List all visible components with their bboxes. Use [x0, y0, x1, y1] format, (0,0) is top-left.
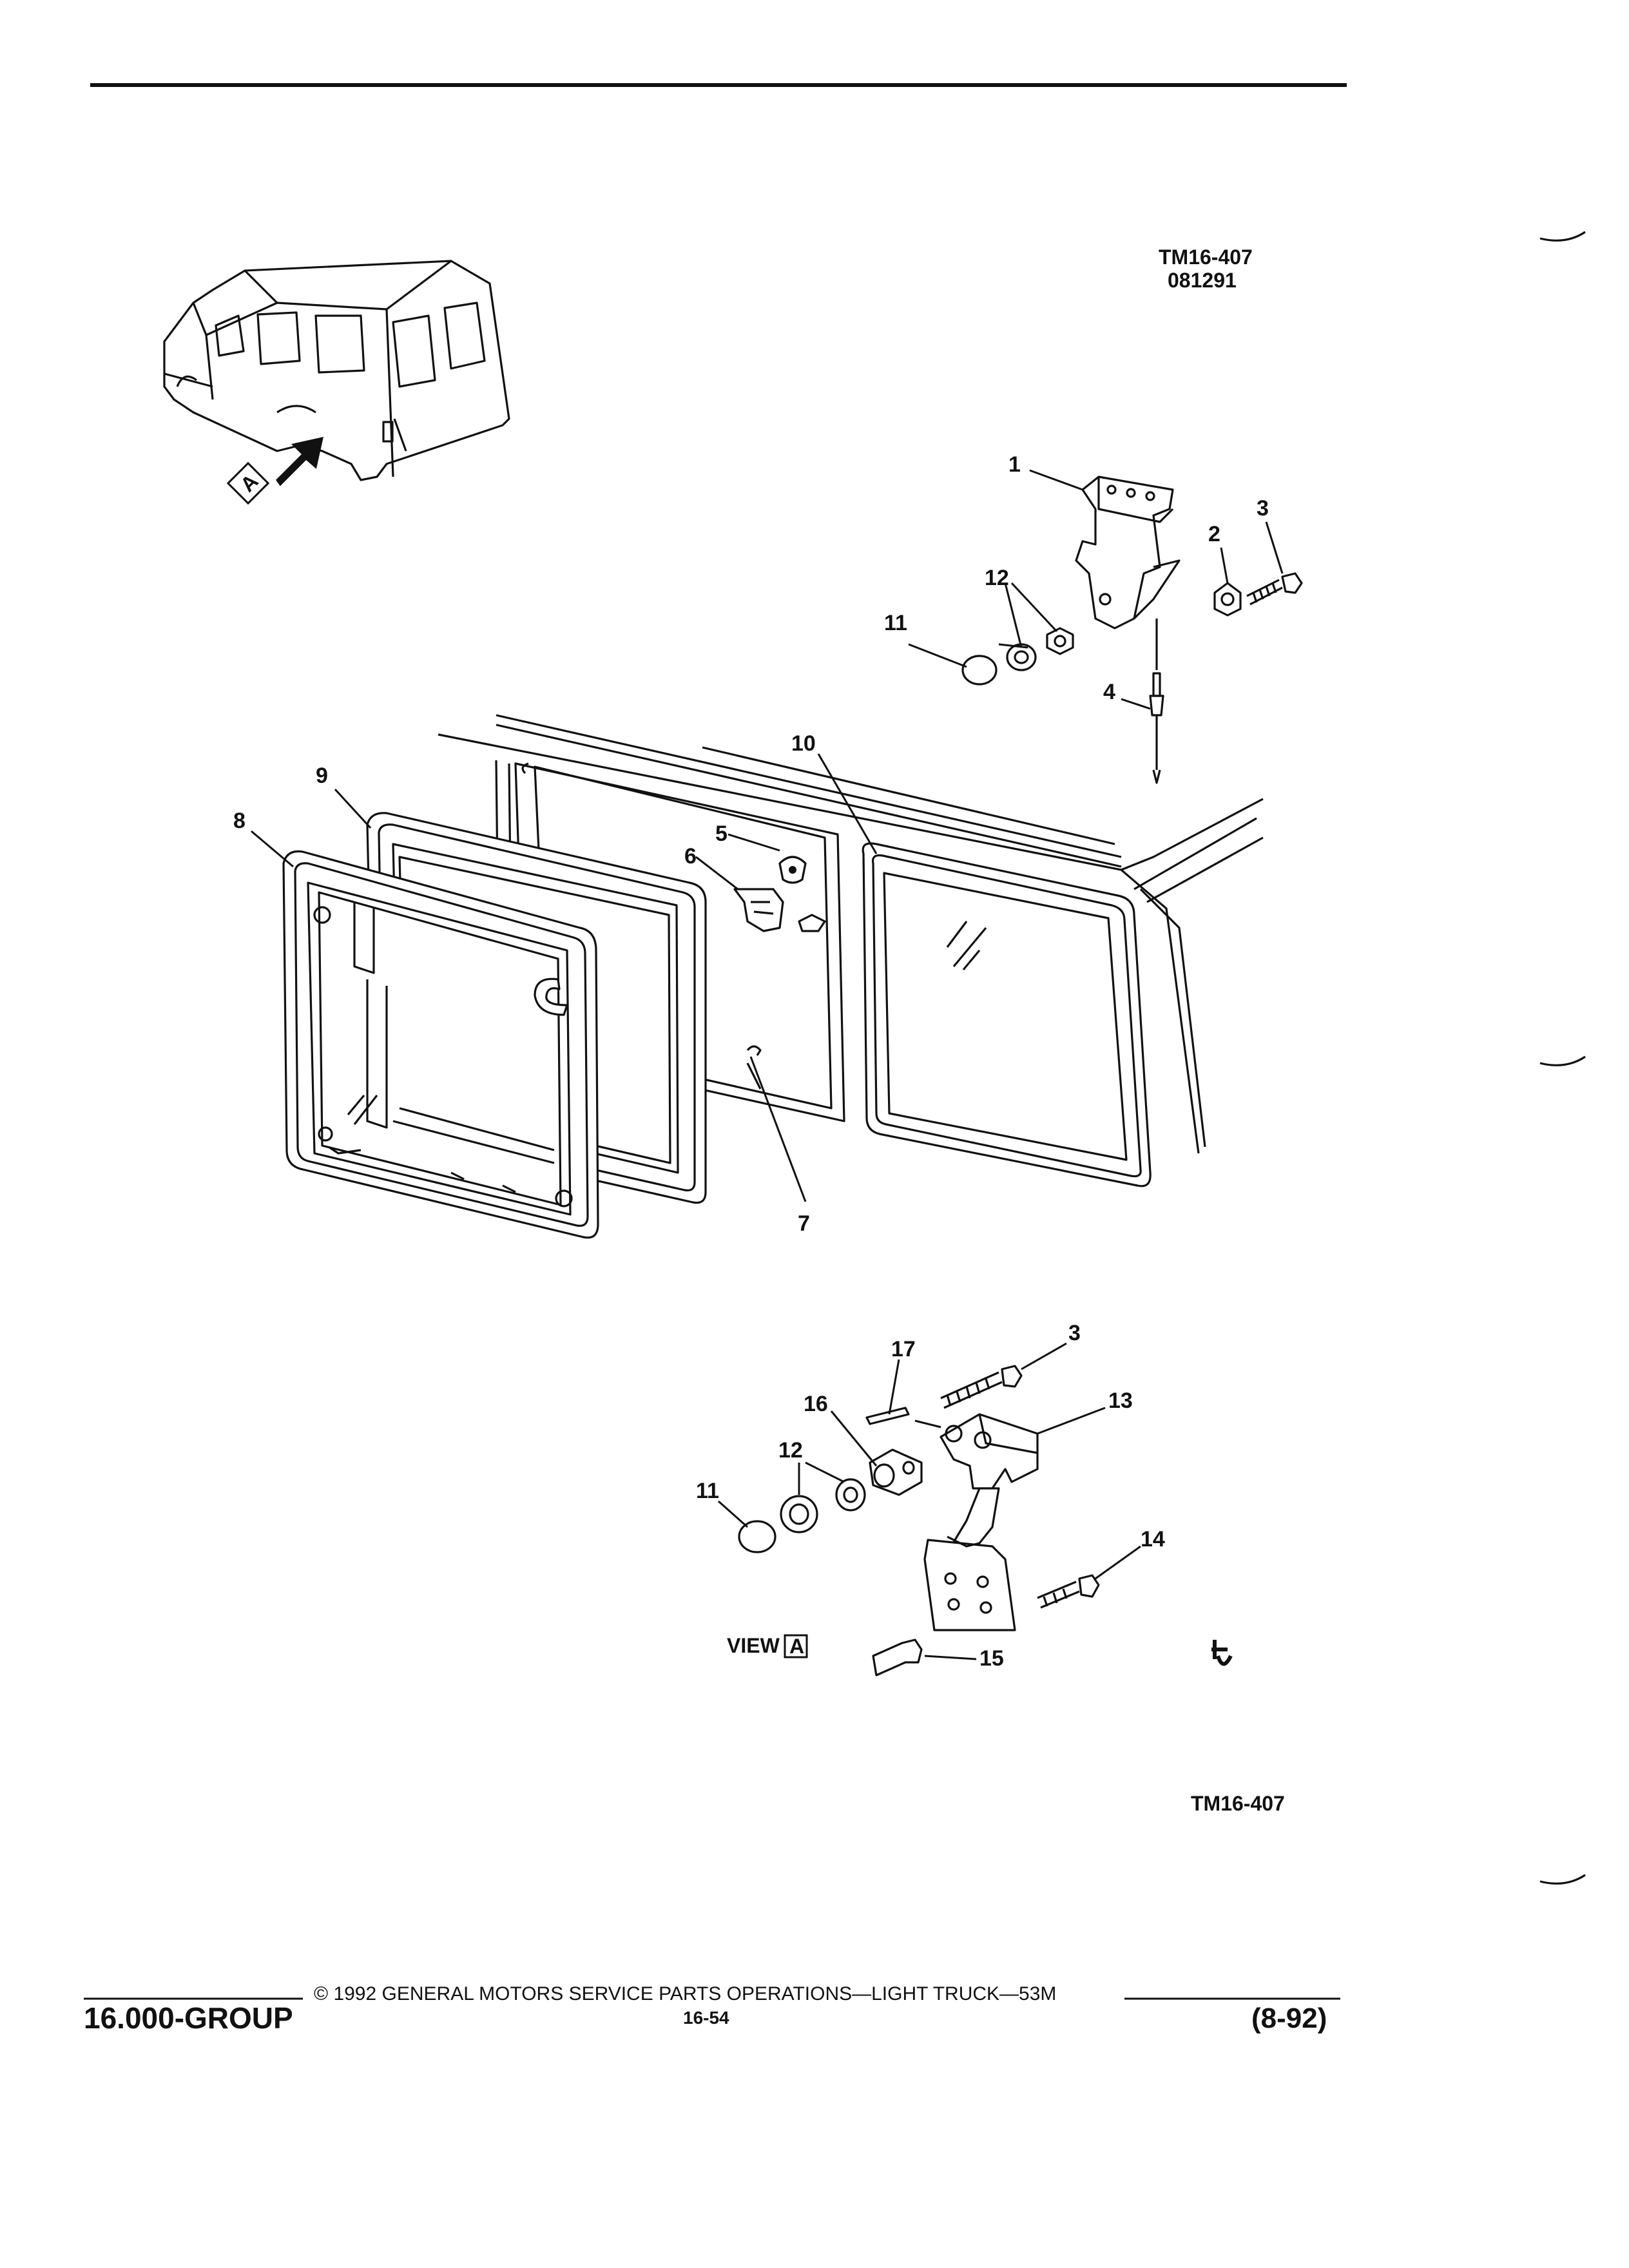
callout-16: 16	[804, 1392, 828, 1416]
part-4-rod	[1149, 619, 1164, 784]
callout-8: 8	[233, 809, 246, 833]
view-label: VIEW	[727, 1634, 780, 1657]
callout-4: 4	[1103, 680, 1115, 704]
footer-page-number: 16-54	[683, 2008, 729, 2028]
callout-6: 6	[684, 844, 697, 869]
callout-5: 5	[715, 822, 728, 846]
callout-1: 1	[1008, 452, 1021, 477]
callout-3-upper: 3	[1257, 496, 1269, 521]
part-3-bolt-lower	[940, 1365, 1023, 1409]
part-2-nut	[1213, 582, 1242, 617]
part-11-cap-upper	[961, 655, 998, 686]
part-1-bracket	[1075, 476, 1181, 629]
van-overview-illustration	[163, 260, 510, 481]
view-letter-box	[784, 1634, 808, 1658]
callout-3-lower: 3	[1068, 1321, 1081, 1345]
footer-group: 16.000-GROUP	[84, 2001, 293, 2035]
callout-11-lower: 11	[696, 1479, 719, 1503]
margin-mark	[1539, 231, 1586, 242]
part-15-screw	[872, 1639, 923, 1677]
part-6-latch	[733, 888, 826, 932]
callout-2: 2	[1208, 522, 1220, 546]
callout-12-upper: 12	[985, 566, 1009, 590]
callout-13: 13	[1108, 1389, 1133, 1413]
callout-11-upper: 11	[884, 611, 907, 635]
part-5-clip	[778, 856, 807, 884]
callout-12-lower: 12	[778, 1438, 803, 1463]
margin-mark	[1539, 1055, 1586, 1066]
callout-14: 14	[1141, 1527, 1165, 1552]
callout-10: 10	[791, 731, 816, 756]
part-17-pin	[865, 1407, 941, 1428]
view-letter: A	[789, 1635, 804, 1658]
part-12-bushing-upper	[1006, 627, 1074, 671]
callout-7: 7	[798, 1211, 810, 1236]
part-12-bushing-lower	[780, 1478, 866, 1533]
footer-copyright: © 1992 GENERAL MOTORS SERVICE PARTS OPER…	[314, 1983, 1057, 2004]
footer-revision: (8-92)	[1251, 2003, 1327, 2034]
diagram-ref-code: TM16-407	[1159, 245, 1253, 269]
callout-9: 9	[316, 764, 328, 788]
part-13-hinge	[923, 1413, 1039, 1631]
callout-17: 17	[891, 1337, 916, 1361]
part-7-retainer	[746, 1045, 762, 1056]
part-3-bolt-upper	[1246, 572, 1303, 606]
part-16-pivot	[869, 1448, 923, 1496]
part-8-window-assembly	[282, 850, 599, 1239]
part-14-screw	[1037, 1574, 1100, 1609]
bottom-ref-code: TM16-407	[1191, 1792, 1285, 1815]
part-11-cap-lower	[738, 1520, 776, 1553]
body-opening-illustration	[438, 714, 1264, 1187]
leader-lines	[251, 469, 1284, 1660]
callout-15: 15	[979, 1646, 1004, 1671]
margin-mark	[1539, 1874, 1586, 1885]
view-a-arrow: A	[226, 437, 323, 505]
logo-mark	[1211, 1640, 1233, 1666]
diagram-ref-date: 081291	[1168, 269, 1237, 292]
